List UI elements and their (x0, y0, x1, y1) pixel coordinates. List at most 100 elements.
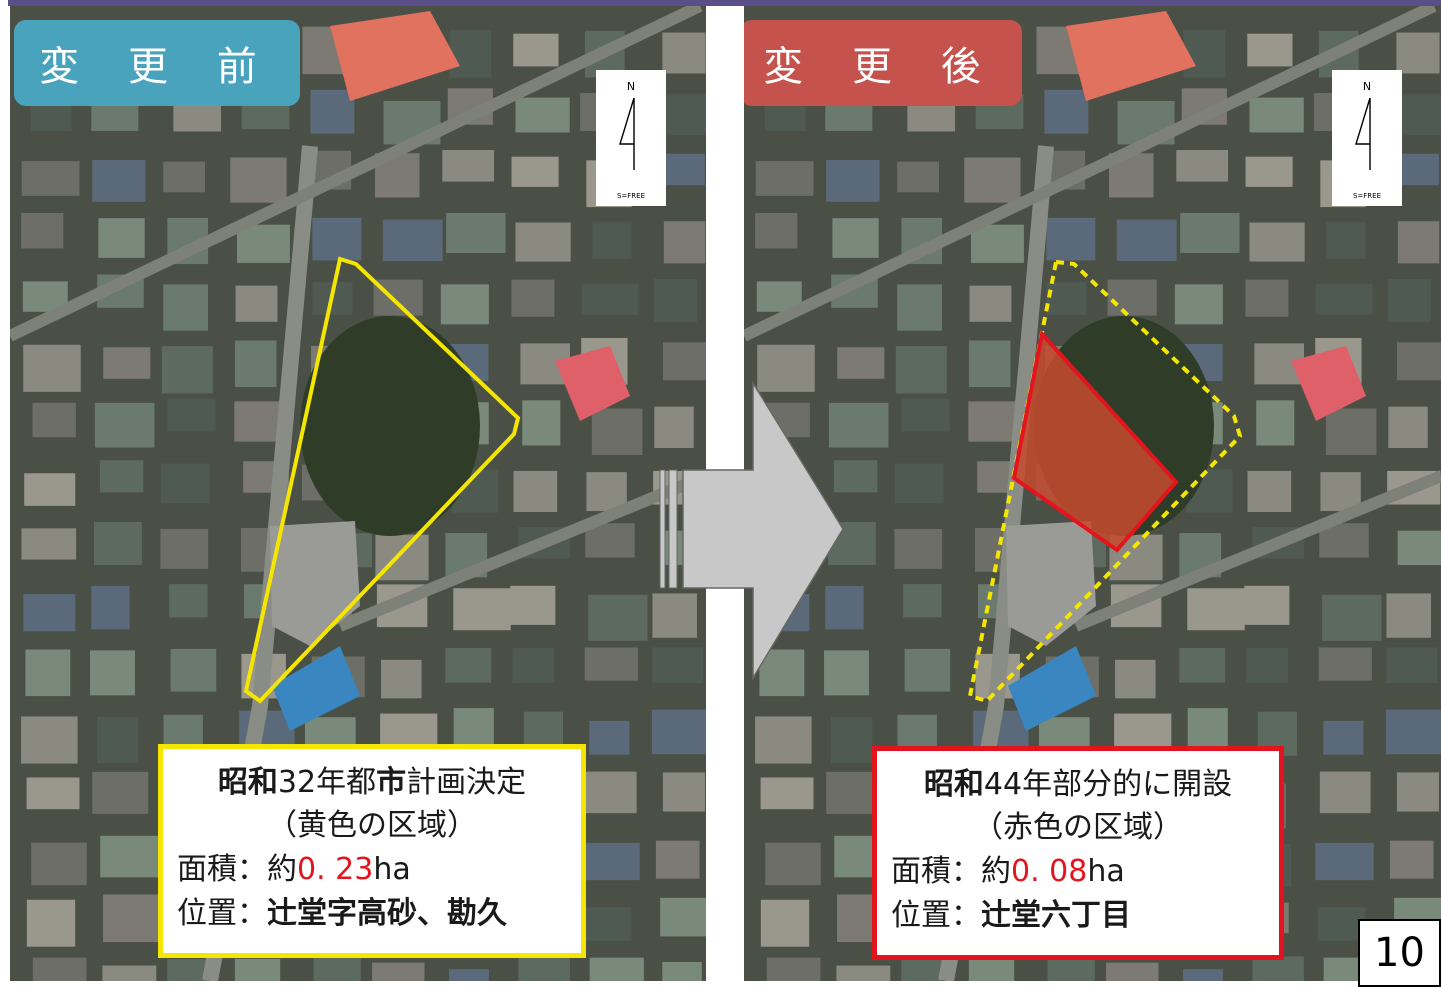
rooftop (1318, 647, 1372, 681)
rooftop (1315, 284, 1373, 315)
red-roof (1066, 11, 1196, 101)
rooftop (1047, 956, 1095, 981)
rooftop (584, 647, 638, 681)
rooftop (904, 648, 951, 692)
rooftop (1247, 470, 1292, 513)
title-badge-after: 変 更 後 (744, 20, 1022, 106)
rooftop (1245, 156, 1293, 187)
rooftop (161, 346, 213, 394)
rooftop (513, 470, 558, 513)
top-accent-bar (0, 0, 1441, 6)
rooftop (658, 153, 705, 186)
rooftop (23, 594, 76, 632)
rooftop (759, 649, 805, 697)
north-arrow-card: N S=FREE (1332, 70, 1402, 206)
rooftop (99, 460, 144, 493)
rooftop (90, 650, 135, 696)
rooftop (1107, 279, 1157, 316)
rooftop (897, 161, 939, 193)
rooftop (1187, 708, 1228, 750)
rooftop (163, 714, 203, 748)
rooftop (662, 962, 702, 981)
rooftop (903, 584, 942, 618)
rooftop (581, 284, 639, 315)
grey-roof (270, 521, 360, 646)
rooftop (1322, 594, 1382, 641)
grey-roof (1006, 521, 1096, 646)
rooftop (894, 463, 944, 504)
rooftop (515, 97, 570, 133)
rooftop (372, 962, 425, 981)
rooftop (1319, 771, 1371, 814)
rooftop (1388, 406, 1428, 448)
rooftop (585, 771, 637, 814)
rooftop (94, 402, 155, 448)
change-arrow-icon (659, 380, 844, 681)
rooftop (1106, 962, 1159, 981)
rooftop (1396, 342, 1441, 381)
rooftop (653, 278, 698, 323)
rooftop (651, 709, 706, 755)
rooftop (21, 161, 80, 196)
opening-line: 昭和44年部分的に開設 (923, 767, 1233, 802)
rooftop (1385, 709, 1441, 755)
rooftop (585, 523, 635, 558)
rooftop (31, 842, 87, 886)
red-roof (330, 11, 460, 101)
region-color-note: （黄色の区域） (267, 808, 477, 843)
aerial-photo-after (744, 6, 1441, 981)
rooftop (1387, 278, 1432, 323)
rooftop (591, 408, 643, 455)
rooftop (964, 157, 1021, 203)
rooftop (1180, 213, 1240, 254)
rooftop (1187, 588, 1245, 631)
rooftop (234, 401, 284, 442)
rooftop (1326, 222, 1366, 259)
decision-line: 昭和32年都市計画決定 (217, 765, 527, 800)
rooftop (828, 402, 889, 448)
rooftop (1046, 281, 1087, 315)
rooftop (894, 528, 943, 569)
rooftop (21, 528, 77, 560)
rooftop (755, 212, 798, 249)
map-panel-after: 変 更 後 N S=FREE 昭和44年部分的に開設 （赤色の区域） 面積：約0… (744, 6, 1441, 981)
rooftop (1176, 150, 1229, 182)
rooftop (832, 218, 879, 258)
rooftop (163, 161, 205, 193)
rooftop (511, 279, 555, 317)
rooftop (1386, 593, 1431, 638)
rooftop (23, 344, 81, 392)
rooftop (92, 159, 146, 202)
rooftop (581, 842, 640, 881)
yellow-region-dashed-outline (967, 259, 1243, 704)
rooftop (583, 907, 632, 941)
rooftop (1174, 284, 1223, 325)
region-color-note: （赤色の区域） (973, 810, 1183, 845)
rooftop (833, 460, 878, 493)
yellow-region-outline (243, 256, 521, 704)
area-line: 面積：約0. 23ha (177, 852, 411, 887)
blue-roof (1008, 646, 1096, 731)
rooftop (837, 347, 885, 379)
blue-roof (272, 646, 360, 731)
rooftop (234, 340, 277, 388)
rooftop (1315, 842, 1374, 881)
red-roof (555, 346, 630, 421)
rooftop (586, 472, 627, 512)
rooftop (652, 647, 704, 684)
page-number: 10 (1358, 919, 1441, 987)
rooftop (511, 156, 559, 187)
rooftop (100, 835, 159, 878)
rooftop (310, 89, 355, 134)
rooftop (654, 406, 694, 448)
rooftop (510, 585, 556, 625)
rooftop (895, 346, 947, 394)
rooftop (970, 224, 1024, 263)
north-label: N (1362, 80, 1372, 93)
rooftop (446, 213, 506, 254)
rooftop (655, 840, 700, 879)
rooftop (1325, 408, 1377, 455)
rooftop (512, 648, 555, 684)
north-arrow-icon (1355, 97, 1371, 170)
tree-cluster (300, 316, 480, 536)
